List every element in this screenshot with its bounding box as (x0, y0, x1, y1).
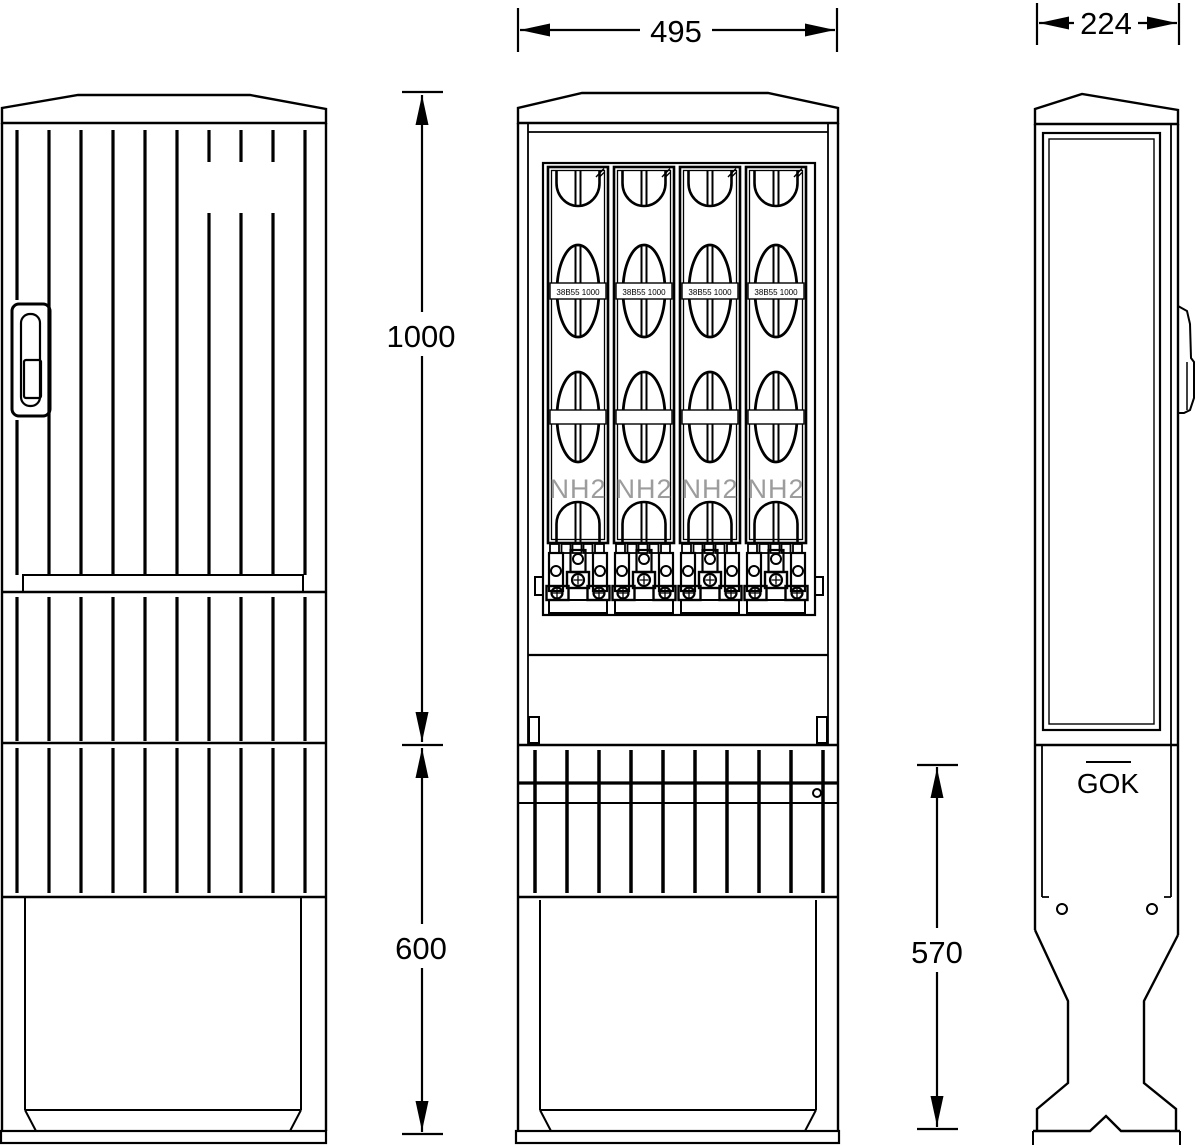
body-outline (0, 123, 328, 1131)
side-inset-line (1041, 745, 1049, 898)
base-inset-open (539, 900, 817, 1132)
mount-tab-right (816, 716, 828, 744)
fuse-strip-4: 38B55 1000 NH2 (743, 165, 809, 614)
arrow-down-icon (415, 1101, 429, 1131)
skirt-ribs (533, 750, 825, 893)
strip-part-label: 38B55 1000 (754, 288, 798, 297)
bolt-hole-left (1056, 903, 1068, 915)
body-joints (2, 590, 326, 899)
dim-front-width: 495 (516, 8, 839, 52)
nh2-label: NH2 (615, 474, 672, 504)
base-plate (0, 1129, 328, 1145)
dim-height-above: 1000 (386, 90, 460, 747)
dim-side-below: 570 (907, 763, 967, 1131)
bolt-hole-right (1146, 903, 1158, 915)
arrow-right-icon (805, 23, 835, 37)
nh2-label: NH2 (747, 474, 804, 504)
dimension-annotations: 495 224 1000 600 (386, 3, 1181, 1136)
fuse-panel-frame (541, 161, 817, 617)
ribs-lower (15, 748, 307, 893)
fuse-strip-1: 38B55 1000 NH2 (545, 165, 611, 614)
base-plate-open (514, 1129, 841, 1145)
side-door-panel-inner (1048, 138, 1155, 725)
front-view-closed (0, 93, 328, 1145)
dim-depth-below: 600 (392, 748, 452, 1136)
arrow-up-icon (415, 95, 429, 125)
gok-label: GOK (1077, 768, 1140, 799)
door-frame (527, 124, 829, 745)
front-edge-line (1164, 124, 1172, 898)
fuse-strip-2: 38B55 1000 NH2 (611, 165, 677, 614)
handle-latch (22, 358, 43, 400)
roof-front (0, 93, 328, 125)
side-handle (1177, 305, 1195, 414)
arrow-down-icon (930, 1096, 944, 1126)
arrow-left-icon (520, 23, 550, 37)
body-outline-open (516, 123, 840, 1131)
nh2-label: NH2 (549, 474, 606, 504)
side-outline (1033, 124, 1180, 935)
dim-front-width-value: 495 (650, 14, 702, 49)
door-ribs-upper (15, 130, 307, 575)
skirt-lock-icon (812, 788, 822, 798)
arrow-down-icon (415, 712, 429, 742)
dim-side-depth-value: 224 (1080, 6, 1132, 41)
dim-depth-below-value: 600 (395, 931, 447, 966)
strip-part-label: 38B55 1000 (622, 288, 666, 297)
dim-side-depth: 224 (1035, 3, 1181, 45)
panel-bracket-right (814, 576, 824, 596)
side-foot (1032, 929, 1181, 1145)
dim-height-above-value: 1000 (387, 319, 456, 354)
arrow-left-icon (1039, 16, 1069, 30)
mount-tab-left (528, 716, 540, 744)
fuse-strip-3: 38B55 1000 NH2 (677, 165, 743, 614)
side-view: GOK (1032, 92, 1195, 1145)
dim-side-below-value: 570 (911, 935, 963, 970)
door-sill (22, 574, 304, 592)
arrow-up-icon (930, 768, 944, 798)
nh2-label: NH2 (681, 474, 738, 504)
side-door-panel (1041, 131, 1162, 732)
ribs-middle (15, 597, 307, 741)
roof-open (516, 91, 840, 125)
strip-part-label: 38B55 1000 (556, 288, 600, 297)
base-inset (24, 898, 302, 1132)
arrow-right-icon (1147, 16, 1177, 30)
front-view-open: 38B55 1000 NH2 38B5 (514, 91, 841, 1145)
panel-bracket-left (534, 576, 544, 596)
door-handle (10, 302, 52, 418)
roof-side (1033, 92, 1180, 126)
arrow-up-icon (415, 748, 429, 778)
strip-part-label: 38B55 1000 (688, 288, 732, 297)
skirt-joints (518, 743, 838, 899)
